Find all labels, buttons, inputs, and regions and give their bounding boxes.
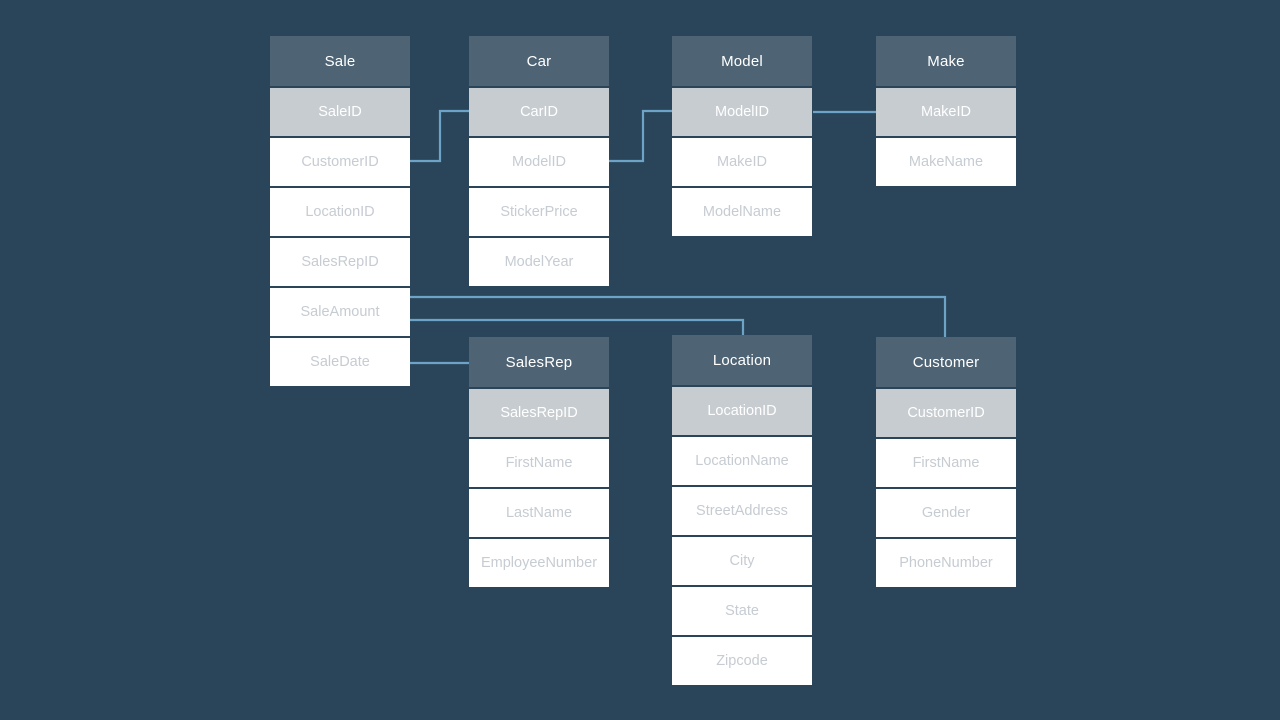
entity-table-title-location: Location xyxy=(672,335,812,385)
relationship-line-sale-customer xyxy=(410,295,947,337)
field-row-location-3[interactable]: City xyxy=(672,535,812,585)
entity-table-title-model: Model xyxy=(672,36,812,86)
primary-key-row-sale-0[interactable]: SaleID xyxy=(270,86,410,136)
field-row-make-1[interactable]: MakeName xyxy=(876,136,1016,186)
field-row-salesrep-3[interactable]: EmployeeNumber xyxy=(469,537,609,587)
field-row-customer-1[interactable]: FirstName xyxy=(876,437,1016,487)
primary-key-row-make-0[interactable]: MakeID xyxy=(876,86,1016,136)
field-row-location-1[interactable]: LocationName xyxy=(672,435,812,485)
field-row-location-4[interactable]: State xyxy=(672,585,812,635)
field-row-sale-1[interactable]: CustomerID xyxy=(270,136,410,186)
field-row-salesrep-1[interactable]: FirstName xyxy=(469,437,609,487)
field-row-sale-2[interactable]: LocationID xyxy=(270,186,410,236)
field-row-salesrep-2[interactable]: LastName xyxy=(469,487,609,537)
field-row-location-2[interactable]: StreetAddress xyxy=(672,485,812,535)
field-row-car-2[interactable]: StickerPrice xyxy=(469,186,609,236)
relationship-line-car-sale xyxy=(410,109,469,163)
field-row-customer-3[interactable]: PhoneNumber xyxy=(876,537,1016,587)
field-row-sale-4[interactable]: SaleAmount xyxy=(270,286,410,336)
entity-table-title-make: Make xyxy=(876,36,1016,86)
entity-table-title-salesrep: SalesRep xyxy=(469,337,609,387)
relationship-line-sale-location xyxy=(410,318,745,335)
entity-table-title-customer: Customer xyxy=(876,337,1016,387)
primary-key-row-car-0[interactable]: CarID xyxy=(469,86,609,136)
entity-table-title-car: Car xyxy=(469,36,609,86)
relationship-line-model-car xyxy=(609,109,672,163)
field-row-customer-2[interactable]: Gender xyxy=(876,487,1016,537)
entity-table-title-sale: Sale xyxy=(270,36,410,86)
field-row-sale-5[interactable]: SaleDate xyxy=(270,336,410,386)
primary-key-row-customer-0[interactable]: CustomerID xyxy=(876,387,1016,437)
field-row-car-1[interactable]: ModelID xyxy=(469,136,609,186)
primary-key-row-model-0[interactable]: ModelID xyxy=(672,86,812,136)
field-row-location-5[interactable]: Zipcode xyxy=(672,635,812,685)
primary-key-row-location-0[interactable]: LocationID xyxy=(672,385,812,435)
field-row-car-3[interactable]: ModelYear xyxy=(469,236,609,286)
field-row-model-1[interactable]: MakeID xyxy=(672,136,812,186)
field-row-sale-3[interactable]: SalesRepID xyxy=(270,236,410,286)
field-row-model-2[interactable]: ModelName xyxy=(672,186,812,236)
primary-key-row-salesrep-0[interactable]: SalesRepID xyxy=(469,387,609,437)
